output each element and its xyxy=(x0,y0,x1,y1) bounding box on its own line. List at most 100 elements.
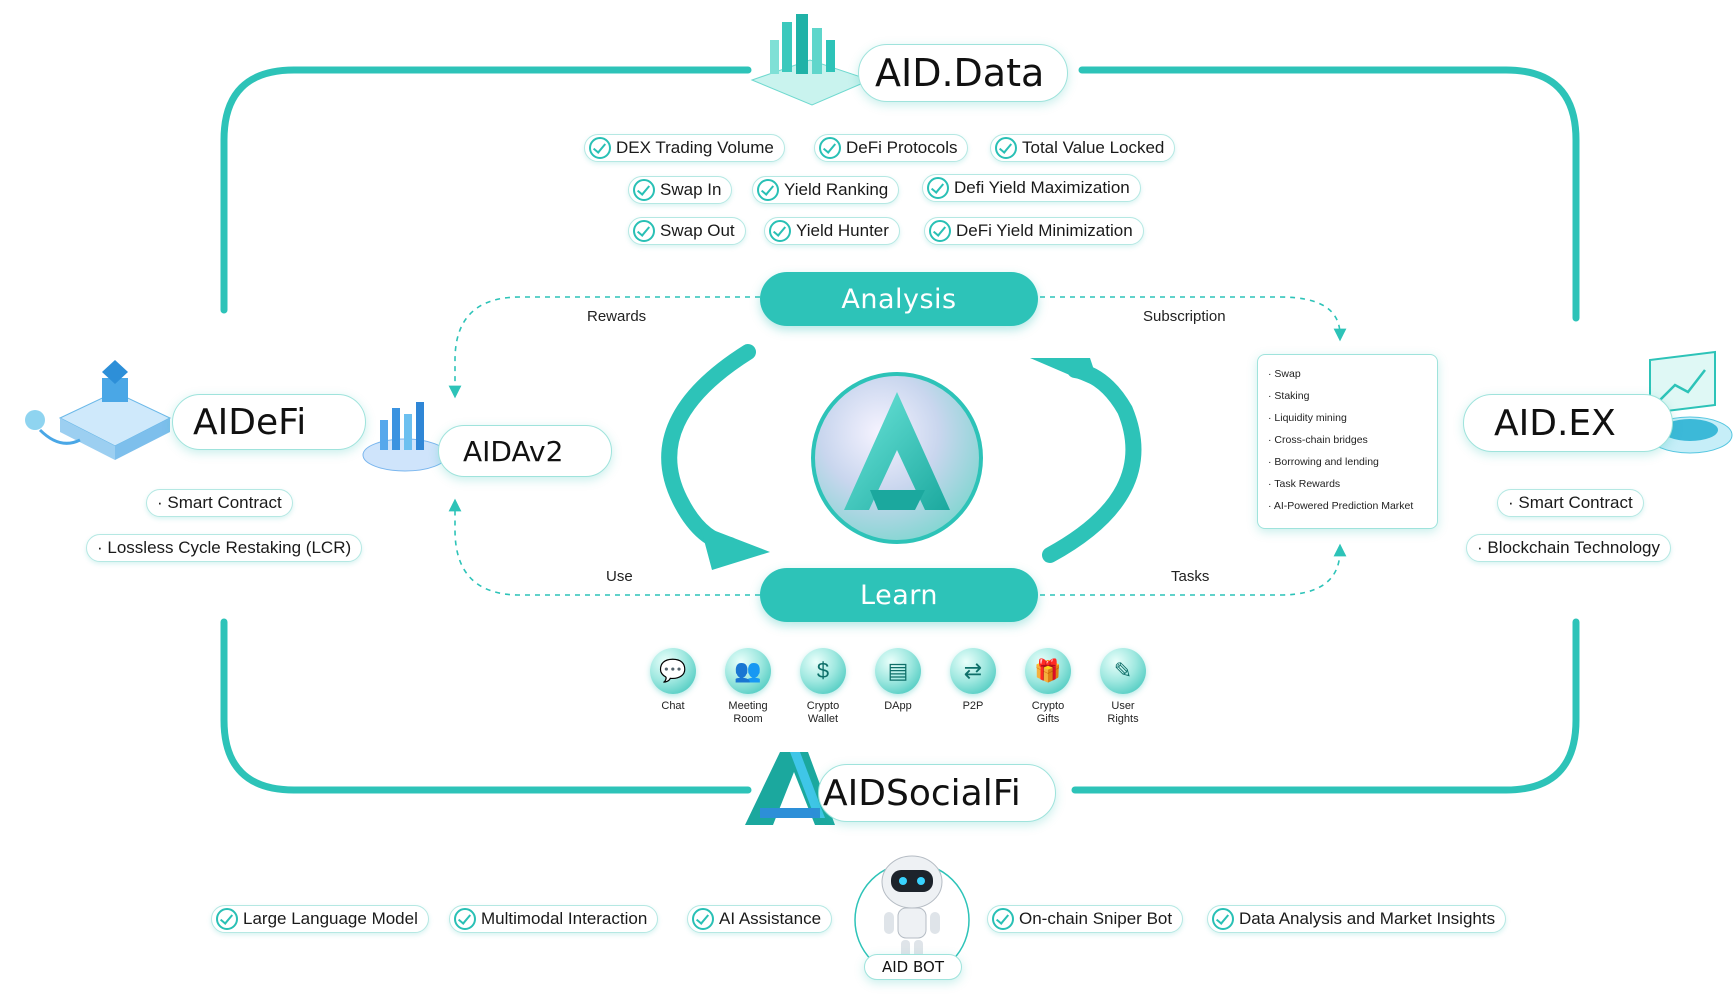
tag-label: DeFi Yield Minimization xyxy=(956,221,1133,240)
learn-pill: Learn xyxy=(760,568,1038,622)
check-icon xyxy=(819,137,841,159)
tag-label: Defi Yield Maximization xyxy=(954,178,1130,197)
flow-lines xyxy=(448,296,1347,596)
subscription-item: · Swap xyxy=(1268,368,1301,380)
subscription-item: · Liquidity mining xyxy=(1268,412,1347,424)
data-tag-swap-out: Swap Out xyxy=(628,217,746,245)
subscription-item: · Borrowing and lending xyxy=(1268,456,1379,468)
chat-icon: 💬 xyxy=(650,648,696,694)
ex-tag-smart-contract: · Smart Contract xyxy=(1497,489,1644,517)
tag-label: · Blockchain Technology xyxy=(1477,538,1661,557)
subscription-item: · Staking xyxy=(1268,390,1310,402)
aid-data-label: AID.Data xyxy=(875,51,1045,95)
data-tag-tvl: Total Value Locked xyxy=(990,134,1176,162)
feature-crypto-gifts: 🎁Crypto Gifts xyxy=(1013,648,1083,726)
center-logo xyxy=(811,372,983,544)
check-icon xyxy=(633,179,655,201)
feature-dapp: ▤ DApp xyxy=(863,648,933,713)
feature-label: P2P xyxy=(962,700,984,712)
tag-label: On-chain Sniper Bot xyxy=(1019,909,1173,928)
check-icon xyxy=(929,220,951,242)
feature-chat: 💬 Chat xyxy=(638,648,708,713)
aid-bot-title: AID BOT xyxy=(864,954,962,980)
bot-tag-llm: Large Language Model xyxy=(211,905,429,933)
check-icon xyxy=(757,179,779,201)
feature-user-rights: ✎User Rights xyxy=(1088,648,1158,726)
check-icon xyxy=(1212,908,1234,930)
check-icon xyxy=(995,137,1017,159)
tag-label: AI Assistance xyxy=(719,909,822,928)
user-rights-icon: ✎ xyxy=(1100,648,1146,694)
check-icon xyxy=(992,908,1014,930)
robot-icon xyxy=(854,855,970,978)
analysis-pill: Analysis xyxy=(760,272,1038,326)
feature-crypto-wallet: $ Crypto Wallet xyxy=(788,648,858,726)
dapp-icon: ▤ xyxy=(875,648,921,694)
use-label: Use xyxy=(606,568,633,585)
aid-data-title: AID.Data xyxy=(858,44,1068,102)
bot-tag-sniper-bot: On-chain Sniper Bot xyxy=(987,905,1184,933)
aidav2-title: AIDAv2 xyxy=(438,425,612,477)
feature-p2p: ⇄ P2P xyxy=(938,648,1008,713)
tasks-label: Tasks xyxy=(1171,568,1210,585)
subscription-list: · Swap · Staking · Liquidity mining · Cr… xyxy=(1257,354,1438,529)
check-icon xyxy=(927,177,949,199)
aidefi-label: AIDeFi xyxy=(193,401,307,443)
tag-label: Multimodal Interaction xyxy=(481,909,648,928)
data-tag-yield-ranking: Yield Ranking xyxy=(752,176,900,204)
bot-tag-multimodal: Multimodal Interaction xyxy=(449,905,659,933)
check-icon xyxy=(633,220,655,242)
check-icon xyxy=(769,220,791,242)
tag-label: Swap In xyxy=(660,180,722,199)
tag-label: DeFi Protocols xyxy=(846,138,958,157)
analysis-label: Analysis xyxy=(841,283,957,315)
meeting-room-icon: 👥 xyxy=(725,648,771,694)
feature-label: Meeting Room xyxy=(728,700,768,725)
feature-meeting-room: 👥 Meeting Room xyxy=(713,648,783,726)
aid-bot-label: AID BOT xyxy=(882,958,944,976)
rewards-label: Rewards xyxy=(587,308,647,325)
crypto-wallet-icon: $ xyxy=(800,648,846,694)
data-building-icon xyxy=(750,14,872,106)
data-tag-yield-hunter: Yield Hunter xyxy=(764,217,900,245)
data-tag-yield-max: Defi Yield Maximization xyxy=(922,174,1141,202)
socialfi-logo-icon xyxy=(745,752,835,825)
aidav2-label: AIDAv2 xyxy=(463,434,564,468)
data-tag-defi-protocols: DeFi Protocols xyxy=(814,134,969,162)
tag-label: Swap Out xyxy=(660,221,735,240)
aidefi-title: AIDeFi xyxy=(172,394,366,450)
check-icon xyxy=(589,137,611,159)
learn-label: Learn xyxy=(860,579,938,611)
feature-label: Crypto Wallet xyxy=(806,700,840,725)
bot-tag-ai-assistance: AI Assistance xyxy=(687,905,833,933)
subscription-item: · Cross-chain bridges xyxy=(1268,434,1368,446)
tag-label: · Lossless Cycle Restaking (LCR) xyxy=(97,538,352,557)
feature-label: Crypto Gifts xyxy=(1031,700,1065,725)
bot-tag-data-analysis: Data Analysis and Market Insights xyxy=(1207,905,1507,933)
tag-label: Large Language Model xyxy=(243,909,418,928)
p2p-icon: ⇄ xyxy=(950,648,996,694)
tag-label: · Smart Contract xyxy=(157,493,282,512)
ex-tag-blockchain: · Blockchain Technology xyxy=(1466,534,1672,562)
data-tag-dex-volume: DEX Trading Volume xyxy=(584,134,785,162)
defi-tag-smart-contract: · Smart Contract xyxy=(146,489,293,517)
tag-label: Yield Hunter xyxy=(796,221,889,240)
tag-label: Data Analysis and Market Insights xyxy=(1239,909,1496,928)
defi-tag-lcr: · Lossless Cycle Restaking (LCR) xyxy=(86,534,363,562)
feature-label: DApp xyxy=(884,700,912,712)
check-icon xyxy=(216,908,238,930)
tag-label: DEX Trading Volume xyxy=(616,138,774,157)
aid-ex-label: AID.EX xyxy=(1494,402,1616,444)
feature-label: Chat xyxy=(661,700,685,712)
check-icon xyxy=(454,908,476,930)
tag-label: · Smart Contract xyxy=(1508,493,1633,512)
subscription-label: Subscription xyxy=(1143,308,1226,325)
subscription-item: · Task Rewards xyxy=(1268,478,1341,490)
defi-platform-icon xyxy=(25,360,172,460)
tag-label: Yield Ranking xyxy=(784,180,889,199)
data-tag-yield-min: DeFi Yield Minimization xyxy=(924,217,1144,245)
aid-ex-title: AID.EX xyxy=(1463,394,1673,452)
aidsocialfi-title: AIDSocialFi xyxy=(818,764,1056,822)
check-icon xyxy=(692,908,714,930)
